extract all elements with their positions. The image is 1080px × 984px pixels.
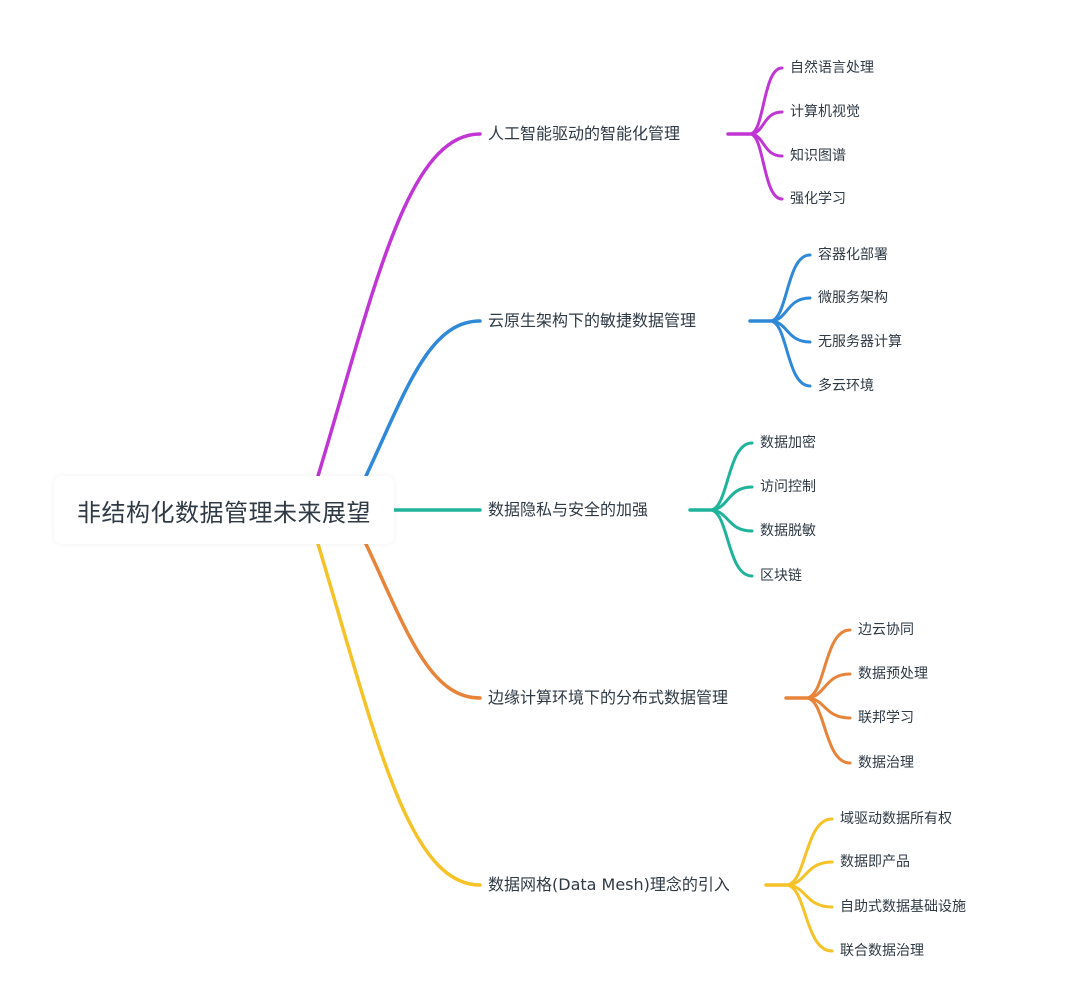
- branch-node-5[interactable]: 数据网格(Data Mesh)理念的引入: [488, 875, 730, 894]
- leaf-node-4-4[interactable]: 数据治理: [858, 755, 914, 771]
- leaf-connector-1-4: [748, 132, 784, 201]
- branch-connector-2: [364, 319, 482, 478]
- leaf-connector-3-4: [708, 508, 754, 578]
- leaf-connector-4-4: [804, 696, 852, 765]
- root-label: 非结构化数据管理未来展望: [77, 498, 371, 527]
- leaf-node-1-1[interactable]: 自然语言处理: [790, 60, 874, 76]
- leaf-connector-5-4: [784, 883, 834, 953]
- leaf-connector-1-1: [748, 66, 784, 136]
- leaf-node-4-1[interactable]: 边云协同: [858, 622, 914, 638]
- branch-connector-5: [316, 542, 482, 887]
- branch-node-2[interactable]: 云原生架构下的敏捷数据管理: [488, 311, 697, 330]
- leaf-node-3-4[interactable]: 区块链: [760, 568, 802, 584]
- leaf-node-4-2[interactable]: 数据预处理: [858, 666, 928, 682]
- leaf-node-1-2[interactable]: 计算机视觉: [790, 104, 860, 120]
- leaf-node-3-3[interactable]: 数据脱敏: [760, 523, 816, 539]
- leaf-connector-2-1: [768, 253, 812, 323]
- leaf-node-4-3[interactable]: 联邦学习: [858, 710, 914, 726]
- branch-node-3[interactable]: 数据隐私与安全的加强: [488, 500, 649, 519]
- leaf-node-2-1[interactable]: 容器化部署: [818, 247, 888, 263]
- leaf-node-3-1[interactable]: 数据加密: [760, 435, 816, 451]
- leaf-node-2-2[interactable]: 微服务架构: [818, 290, 888, 306]
- leaf-node-5-1[interactable]: 域驱动数据所有权: [840, 811, 952, 827]
- leaf-connector-3-1: [708, 441, 754, 512]
- leaf-connector-4-1: [804, 628, 852, 700]
- leaf-node-2-4[interactable]: 多云环境: [818, 378, 874, 394]
- leaf-node-5-4[interactable]: 联合数据治理: [840, 943, 924, 959]
- branch-node-1[interactable]: 人工智能驱动的智能化管理: [488, 124, 681, 143]
- leaf-node-2-3[interactable]: 无服务器计算: [818, 334, 902, 350]
- branch-connector-1: [316, 132, 482, 478]
- leaf-node-5-3[interactable]: 自助式数据基础设施: [840, 899, 966, 915]
- branch-connector-4: [364, 542, 482, 700]
- leaf-connector-2-4: [768, 319, 812, 388]
- leaf-node-1-4[interactable]: 强化学习: [790, 191, 846, 207]
- leaf-node-3-2[interactable]: 访问控制: [760, 479, 816, 495]
- leaf-connector-5-1: [784, 817, 834, 887]
- leaf-node-1-3[interactable]: 知识图谱: [790, 148, 846, 164]
- root-node[interactable]: 非结构化数据管理未来展望: [54, 476, 394, 544]
- branch-node-4[interactable]: 边缘计算环境下的分布式数据管理: [488, 688, 729, 707]
- leaf-node-5-2[interactable]: 数据即产品: [840, 854, 910, 870]
